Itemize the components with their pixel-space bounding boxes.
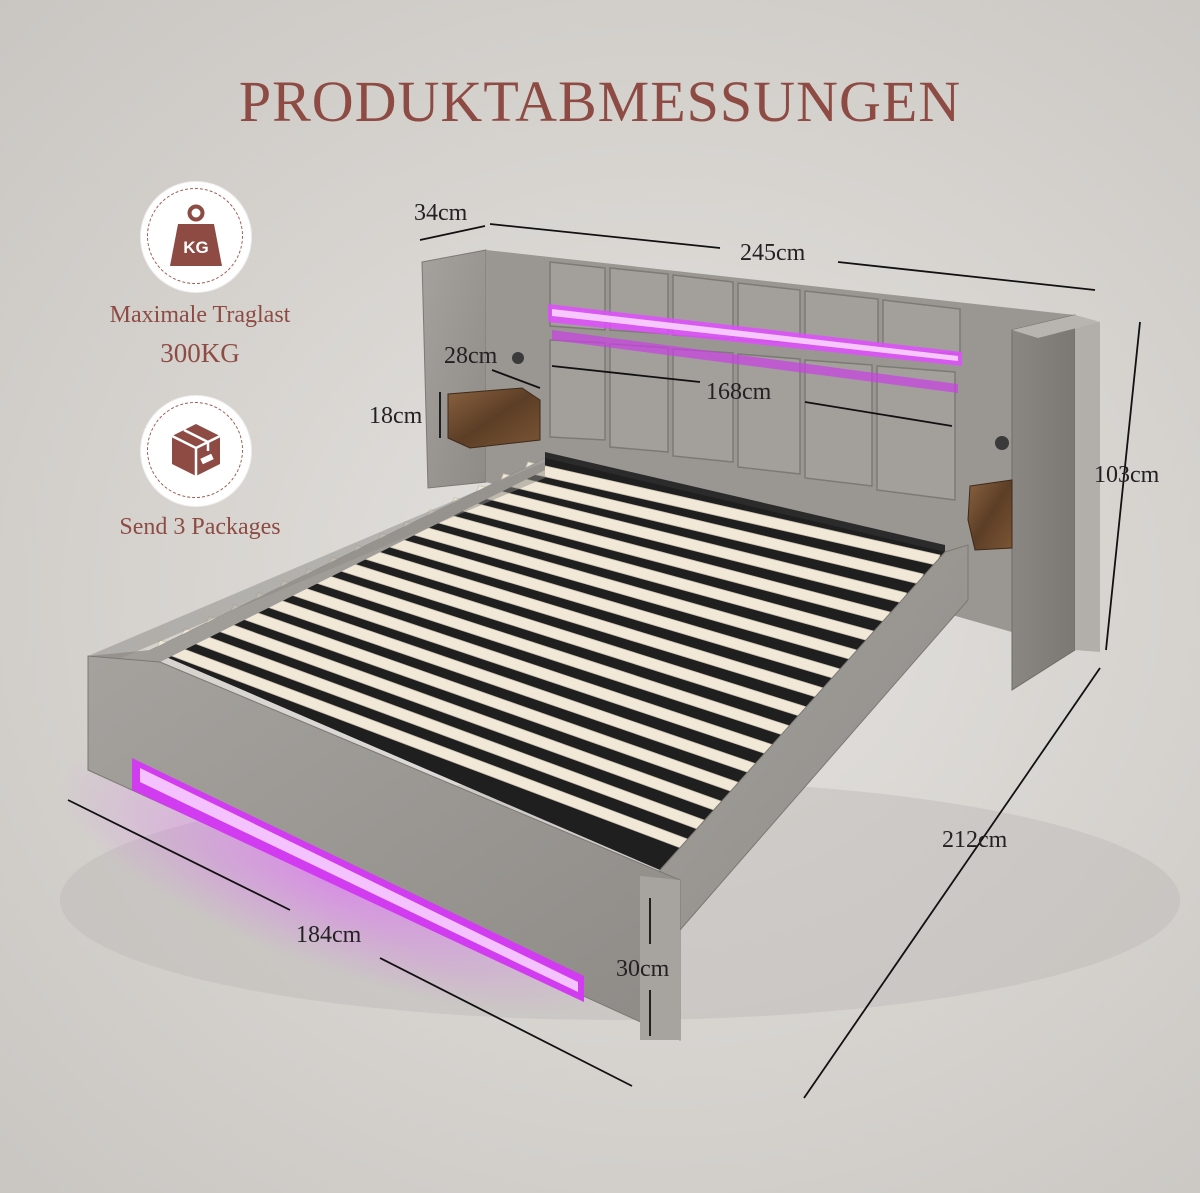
- shelf-right: [967, 479, 1013, 551]
- dim-line-245-b: [837, 261, 1096, 291]
- weight-kg-icon: KG: [170, 204, 222, 266]
- packages-label: Send 3 Packages: [119, 514, 281, 540]
- headboard-led-upper-core: [552, 309, 958, 361]
- headboard-right-wing-face: [1011, 314, 1076, 691]
- dim-inner-width: 168cm: [706, 379, 772, 405]
- headboard-right-wing-top: [1012, 315, 1100, 338]
- weight-badge: KG: [141, 182, 251, 292]
- headboard-led-lower: [552, 330, 958, 393]
- page-title: PRODUKTABMESSUNGEN: [238, 69, 962, 134]
- package-box-icon: [171, 424, 221, 476]
- frame-left-side: [88, 462, 545, 672]
- dim-line-28: [491, 369, 541, 389]
- dimension-lines: [67, 223, 1141, 1099]
- slat-group: [155, 461, 941, 851]
- footboard-led-core: [140, 768, 578, 992]
- dim-total-height: 103cm: [1094, 462, 1160, 488]
- dim-line-168-a: [551, 365, 701, 383]
- dim-line-168-b: [804, 401, 953, 427]
- dim-frame-height: 30cm: [616, 956, 670, 982]
- dim-headboard-depth: 34cm: [414, 200, 468, 226]
- dim-total-width: 245cm: [740, 240, 806, 266]
- usb-port-right: [995, 436, 1009, 450]
- max-load-label: Maximale Traglast: [109, 302, 291, 328]
- usb-port-left: [512, 352, 524, 364]
- packages-badge: [141, 396, 251, 506]
- dim-shelf-height: 18cm: [369, 403, 423, 429]
- dim-length: 212cm: [942, 827, 1008, 853]
- dim-line-34: [419, 225, 486, 241]
- dim-line-245-a: [489, 223, 721, 249]
- dim-width: 184cm: [296, 922, 362, 948]
- dim-shelf-depth: 28cm: [444, 343, 498, 369]
- svg-text:KG: KG: [183, 238, 209, 257]
- dim-line-103: [1105, 321, 1141, 651]
- shelf-left: [447, 387, 541, 449]
- dim-line-212: [803, 667, 1101, 1099]
- max-load-value: 300KG: [160, 338, 240, 368]
- dim-line-184-b: [379, 957, 633, 1087]
- dim-line-184-a: [67, 799, 291, 911]
- headboard-right-wing-side: [1075, 315, 1100, 652]
